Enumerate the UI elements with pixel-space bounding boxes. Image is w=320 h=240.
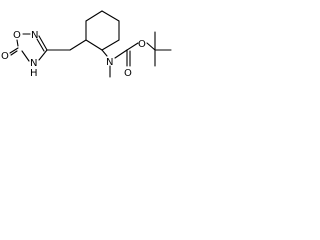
- oxadiazolone-ring: [9, 33, 48, 62]
- bond-ring-n: [101, 49, 108, 57]
- atom-nh-ring: N: [30, 58, 37, 69]
- atom-nh-hydrogen: H: [30, 68, 38, 79]
- bond-c3-nh: [38, 49, 48, 61]
- atom-o-carbonyl-ring: O: [1, 51, 9, 62]
- bond-nh-c5: [21, 50, 30, 62]
- bond-ch2-linker-b: [69, 39, 87, 51]
- bond-ring-2: [85, 10, 103, 22]
- bond-c5-exo-o-double: [10, 50, 18, 56]
- bond-c5-exo-o: [9, 47, 19, 54]
- chemical-structure-diagram: O N O N H N O O: [1, 10, 172, 79]
- bond-n-c3-double: [36, 38, 45, 52]
- bond-oester-tbu: [146, 42, 156, 51]
- atom-n-ring-top: N: [31, 30, 38, 41]
- cyclohexane-ring: [85, 10, 120, 51]
- bond-carbonyl-c-oester: [126, 42, 139, 51]
- bond-n-carbonyl-c: [114, 49, 128, 59]
- bond-c5-o-ring: [16, 39, 19, 47]
- bond-n-c3: [38, 35, 48, 51]
- bond-ring-5: [101, 39, 120, 51]
- atom-n-carbamate: N: [106, 57, 113, 68]
- atom-o-carbonyl: O: [124, 68, 132, 79]
- atom-o-ring: O: [13, 30, 21, 41]
- bond-ring-6: [85, 39, 103, 51]
- atom-o-ester: O: [138, 39, 146, 50]
- bond-ring-3: [101, 10, 120, 22]
